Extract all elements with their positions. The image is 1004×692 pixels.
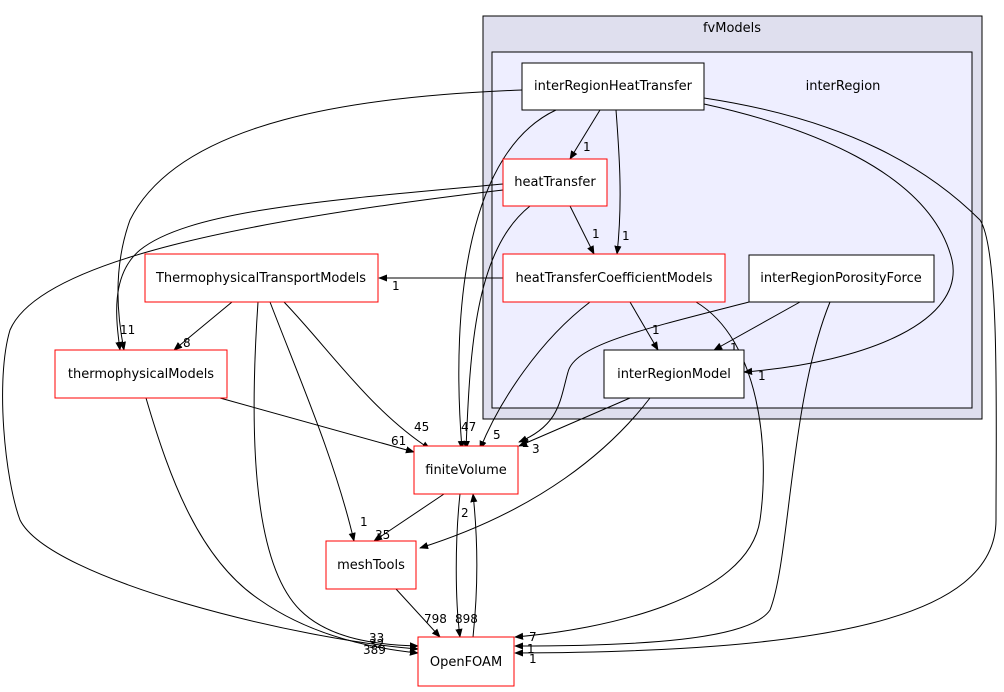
edge-label-thermophysicalModels-OpenFOAM: 389 [363, 643, 386, 657]
node-OpenFOAM-label: OpenFOAM [430, 655, 502, 670]
node-meshTools-box [325, 540, 417, 590]
node-interRegionModel-box [603, 349, 745, 399]
edge-interRegionHeatTransfer-heatTransferCoefficientModels[interactable] [614, 109, 622, 255]
edge-finiteVolume-meshTools[interactable] [373, 493, 445, 542]
edge-ThermophysicalTransportModels-meshTools[interactable] [269, 301, 356, 542]
edge-interRegionHeatTransfer-heatTransfer[interactable] [569, 109, 601, 160]
edge-label-heatTransferCoefficientModels-ThermophysicalTransportModels: 1 [392, 279, 400, 293]
node-heatTransferCoefficientModels-box [502, 253, 726, 303]
edge-interRegionModel-meshTools[interactable] [419, 397, 651, 549]
node-meshTools[interactable]: meshTools [325, 540, 417, 590]
node-heatTransferCoefficientModels-label: heatTransferCoefficientModels [515, 271, 712, 286]
edge-interRegionHeatTransfer-OpenFOAM[interactable] [514, 97, 997, 657]
edge-label-thermophysicalModels-finiteVolume: 61 [391, 434, 406, 448]
cluster-interRegion[interactable]: interRegion [491, 51, 973, 409]
edge-label-heatTransferCoefficientModels-OpenFOAM: 7 [529, 630, 537, 644]
edges: 1 1 1 47 11 1 1 33 1 1 5 7 1 2 1 [2, 89, 997, 666]
edge-interRegionPorosityForce-finiteVolume[interactable] [518, 301, 750, 443]
edge-label-finiteVolume-meshTools: 35 [375, 528, 390, 542]
node-meshTools-label: meshTools [337, 558, 405, 573]
cluster-interRegion-box [491, 51, 973, 409]
node-finiteVolume-label: finiteVolume [425, 463, 507, 478]
edge-heatTransfer-finiteVolume[interactable] [462, 205, 531, 450]
edge-label-interRegionHeatTransfer-OpenFOAM: 1 [529, 652, 537, 666]
node-interRegionPorosityForce[interactable]: interRegionPorosityForce [748, 254, 935, 303]
edge-thermophysicalModels-finiteVolume[interactable] [219, 397, 415, 454]
cluster-interRegion-label: interRegion [806, 79, 881, 94]
edge-label-ThermophysicalTransportModels-thermophysicalModels: 8 [183, 336, 191, 350]
edge-ThermophysicalTransportModels-finiteVolume[interactable] [283, 301, 431, 450]
edge-interRegionHeatTransfer-thermophysicalModels[interactable] [117, 89, 523, 351]
node-heatTransferCoefficientModels[interactable]: heatTransferCoefficientModels [502, 253, 726, 303]
edge-label-interRegionHeatTransfer-heatTransfer: 1 [583, 140, 591, 154]
node-interRegionPorosityForce-label: interRegionPorosityForce [760, 271, 921, 286]
edge-thermophysicalModels-OpenFOAM[interactable] [145, 397, 419, 656]
node-interRegionHeatTransfer-box [521, 62, 705, 111]
edge-label-ThermophysicalTransportModels-meshTools: 1 [360, 515, 368, 529]
node-interRegionHeatTransfer[interactable]: interRegionHeatTransfer [521, 62, 705, 111]
edge-label-heatTransfer-heatTransferCoefficientModels: 1 [592, 227, 600, 241]
node-ThermophysicalTransportModels-label: ThermophysicalTransportModels [155, 271, 366, 286]
node-ThermophysicalTransportModels-box [144, 253, 379, 303]
node-finiteVolume-box [413, 445, 519, 495]
edge-interRegionHeatTransfer-finiteVolume[interactable] [457, 109, 557, 450]
edge-label-interRegionHeatTransfer-finiteVolume: 47 [461, 420, 476, 434]
node-interRegionModel[interactable]: interRegionModel [603, 349, 745, 399]
node-ThermophysicalTransportModels[interactable]: ThermophysicalTransportModels [144, 253, 379, 303]
edge-heatTransferCoefficientModels-finiteVolume[interactable] [479, 301, 591, 450]
edge-interRegionPorosityForce-OpenFOAM[interactable] [514, 301, 831, 650]
node-interRegionModel-label: interRegionModel [617, 367, 731, 382]
edge-label-heatTransfer-OpenFOAM: 33 [369, 631, 384, 645]
edge-label-OpenFOAM-finiteVolume: 2 [461, 506, 469, 520]
node-OpenFOAM-box [417, 636, 515, 687]
node-finiteVolume[interactable]: finiteVolume [413, 445, 519, 495]
edge-ThermophysicalTransportModels-thermophysicalModels[interactable] [173, 301, 233, 351]
edge-label-ThermophysicalTransportModels-finiteVolume: 45 [414, 420, 429, 434]
node-thermophysicalModels-box [54, 349, 228, 399]
edge-label-interRegionHeatTransfer-interRegionModel: 1 [758, 369, 766, 383]
edge-ThermophysicalTransportModels-OpenFOAM[interactable] [253, 301, 419, 650]
edge-label-interRegionPorosityForce-OpenFOAM: 1 [527, 642, 535, 656]
edge-finiteVolume-OpenFOAM[interactable] [455, 493, 463, 638]
node-thermophysicalModels-label: thermophysicalModels [68, 367, 214, 382]
edge-label-interRegionPorosityForce-interRegionModel: 1 [730, 341, 738, 355]
edge-label-interRegionModel-finiteVolume: 3 [532, 442, 540, 456]
node-thermophysicalModels[interactable]: thermophysicalModels [54, 349, 228, 399]
edge-meshTools-OpenFOAM[interactable] [395, 588, 441, 638]
edge-heatTransfer-OpenFOAM[interactable] [2, 189, 504, 652]
edge-heatTransferCoefficientModels-interRegionModel[interactable] [629, 301, 659, 351]
edge-interRegionHeatTransfer-interRegionModel[interactable] [703, 103, 954, 375]
edge-label-heatTransferCoefficientModels-finiteVolume: 5 [493, 428, 501, 442]
edge-label-heatTransferCoefficientModels-interRegionModel: 1 [652, 323, 660, 337]
edge-heatTransfer-heatTransferCoefficientModels[interactable] [569, 205, 595, 255]
node-heatTransfer-label: heatTransfer [514, 175, 596, 190]
edge-interRegionModel-finiteVolume[interactable] [518, 397, 631, 447]
edge-interRegionPorosityForce-interRegionModel[interactable] [713, 301, 801, 351]
cluster-fvModels-label: fvModels [703, 21, 761, 36]
edge-label-interRegionHeatTransfer-heatTransferCoefficientModels: 1 [622, 229, 630, 243]
node-interRegionHeatTransfer-label: interRegionHeatTransfer [534, 79, 693, 94]
node-heatTransfer[interactable]: heatTransfer [502, 158, 608, 207]
node-OpenFOAM[interactable]: OpenFOAM [417, 636, 515, 687]
node-heatTransfer-box [502, 158, 608, 207]
node-interRegionPorosityForce-box [748, 254, 935, 303]
edge-heatTransfer-thermophysicalModels[interactable] [115, 183, 504, 351]
edge-OpenFOAM-finiteVolume[interactable] [470, 493, 478, 638]
edge-label-meshTools-OpenFOAM: 798 [424, 612, 447, 626]
edge-label-finiteVolume-OpenFOAM: 898 [455, 612, 478, 626]
edge-label-interRegionHeatTransfer-thermophysicalModels: 11 [120, 323, 135, 337]
